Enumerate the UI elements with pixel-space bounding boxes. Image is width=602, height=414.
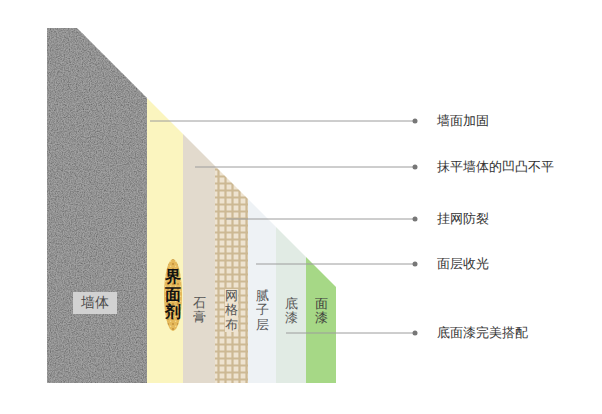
layer-label: 界面剂 — [165, 268, 181, 321]
coating-layer: 网格布 — [215, 166, 248, 383]
leader-line — [256, 264, 415, 265]
callout-label: 抹平墙体的凹凸不平 — [437, 158, 554, 176]
layer-fill — [276, 227, 306, 383]
layer-label: 墙体 — [73, 292, 117, 314]
leader-line — [195, 167, 415, 168]
coating-layer: 底漆 — [276, 227, 306, 383]
layer-fill — [47, 28, 147, 383]
leader-dot — [413, 165, 418, 170]
sand-texture — [164, 259, 182, 331]
layer-label: 腻子层 — [256, 289, 269, 332]
callout-label: 墙面加固 — [437, 112, 489, 130]
callout-label: 面层收光 — [437, 255, 489, 273]
leader-line — [226, 219, 415, 220]
layer-shape — [183, 134, 215, 383]
layer-fill — [183, 134, 215, 383]
leader-dot — [413, 331, 418, 336]
leader-dot — [413, 217, 418, 222]
wall-layer: 墙体 — [47, 28, 147, 383]
layer-fill — [147, 98, 183, 383]
layer-label: 面漆 — [315, 297, 328, 326]
layer-shape — [47, 28, 147, 383]
layer-fill — [248, 199, 276, 383]
layer-shape — [147, 98, 183, 383]
layer-fill — [215, 166, 248, 383]
coating-layer: 腻子层 — [248, 199, 276, 383]
coating-layer: 界面剂 — [147, 98, 183, 383]
callout-label: 挂网防裂 — [437, 210, 489, 228]
layer-shape — [215, 166, 248, 383]
leader-line — [150, 121, 415, 122]
layer-fill — [306, 257, 336, 383]
layer-label: 底漆 — [285, 297, 298, 326]
leader-dot — [413, 119, 418, 124]
leader-dot — [413, 262, 418, 267]
layer-label: 石膏 — [193, 296, 206, 325]
layer-label: 网格布 — [225, 289, 238, 332]
coating-layer: 石膏 — [183, 134, 215, 383]
callout-label: 底面漆完美搭配 — [437, 324, 528, 342]
leader-line — [286, 333, 415, 334]
coating-layer: 面漆 — [306, 257, 336, 383]
